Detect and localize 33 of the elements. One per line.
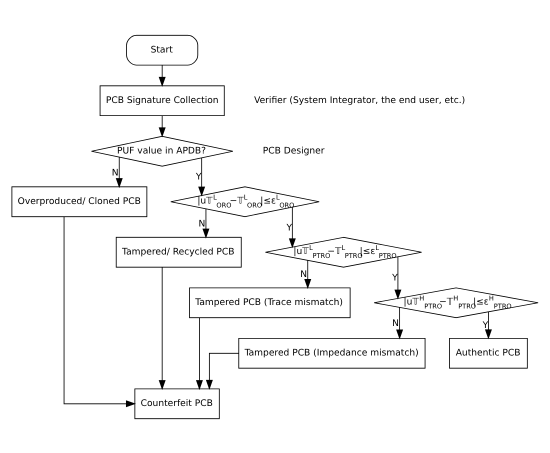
arrow — [196, 316, 203, 390]
edge-label: N — [112, 168, 119, 178]
arrow — [198, 156, 206, 196]
arrow — [394, 256, 402, 300]
edge-label: N — [300, 270, 308, 280]
arrow — [396, 306, 404, 339]
node-box: Tampered PCB (Impedance mismatch) — [238, 337, 426, 368]
arrow — [64, 216, 136, 407]
node-box: Authentic PCB — [449, 337, 528, 368]
node-box: Tampered/ Recycled PCB — [116, 236, 242, 268]
edge-label: Y — [392, 273, 398, 284]
edge-label: N — [392, 318, 399, 328]
arrow — [202, 208, 210, 238]
node-diamond: PUF value in APDB? — [91, 135, 234, 166]
node-box: Counterfeit PCB — [134, 388, 220, 419]
node-box: Overproduced/ Cloned PCB — [11, 186, 148, 217]
edge-label: Y — [482, 320, 488, 331]
node-box: Start — [126, 34, 198, 66]
edge-label: Y — [196, 172, 202, 182]
arrow — [116, 156, 123, 188]
arrow — [206, 352, 240, 390]
edge-label: Y — [286, 222, 292, 233]
arrow — [484, 311, 492, 339]
node-box: PCB Signature Collection — [100, 84, 225, 116]
label: PCB Designer — [262, 146, 324, 156]
arrow — [158, 64, 166, 86]
arrow — [288, 206, 296, 248]
arrow — [158, 266, 166, 390]
edge-label: N — [198, 218, 206, 229]
node-box: Tampered PCB (Trace mismatch) — [189, 286, 351, 318]
arrow — [304, 259, 312, 288]
arrow — [158, 114, 166, 137]
label: Verifier (System Integrator, the end user, etc.) — [254, 96, 466, 106]
